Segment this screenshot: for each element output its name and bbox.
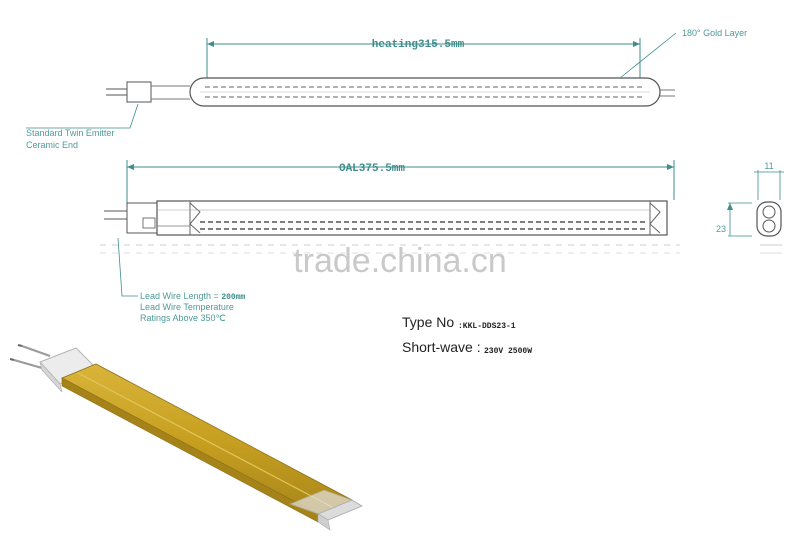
tube-side [156,200,668,236]
lead-wire-temp-line1: Lead Wire Temperature [140,302,234,312]
top-view: heating315.5mm 180° Gold Layer Standard … [26,28,747,150]
end-width-dimension: 11 [764,161,773,171]
lead-wire-length-note: Lead Wire Length = 200mm [140,291,246,302]
wave-label: Short-wave : [402,339,481,355]
ceramic-end-note-line1: Standard Twin Emitter [26,128,114,138]
lead-wire-temp-line2: Ratings Above 350℃ [140,313,226,323]
heating-dimension-label: heating315.5mm [372,39,465,51]
side-view: OAL375.5mm Lead Wire Length = 200mm Lead… [100,160,680,323]
type-value: :KKL-DDS23-1 [458,322,516,331]
oal-dimension-label: OAL375.5mm [339,163,405,175]
end-height-dimension: 23 [716,224,726,234]
end-profile [756,201,782,237]
wave-value: 230V 2500W [484,347,532,356]
ceramic-end-top [126,81,152,103]
type-label: Type No [402,314,454,330]
watermark: trade.china.cn [293,242,507,280]
ceramic-end-note-line2: Ceramic End [26,140,78,150]
lamp-3d-illustration [9,344,363,531]
gold-tube [61,363,353,515]
end-view: 11 23 [716,161,784,254]
spec-block: Type No :KKL-DDS23-1 Short-wave : 230V 2… [402,314,532,356]
gold-layer-note: 180° Gold Layer [682,28,747,38]
